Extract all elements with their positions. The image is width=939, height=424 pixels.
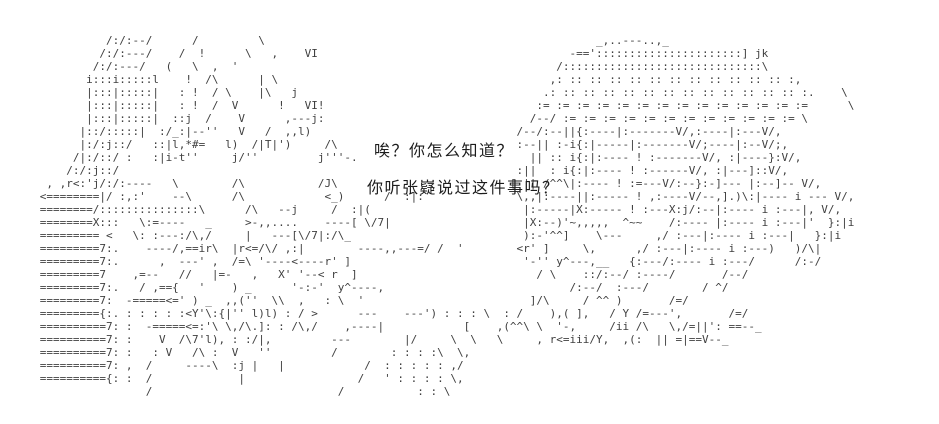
dialogue-line-2: 你听张嶷说过这件事吗？ (367, 178, 560, 197)
dialogue-line-1: 唉？你怎么知道？ (374, 141, 515, 160)
ascii-art: /:/:--/ / \ _,..---..,_ /:/:---/ / ! \ ,… (39, 34, 855, 398)
